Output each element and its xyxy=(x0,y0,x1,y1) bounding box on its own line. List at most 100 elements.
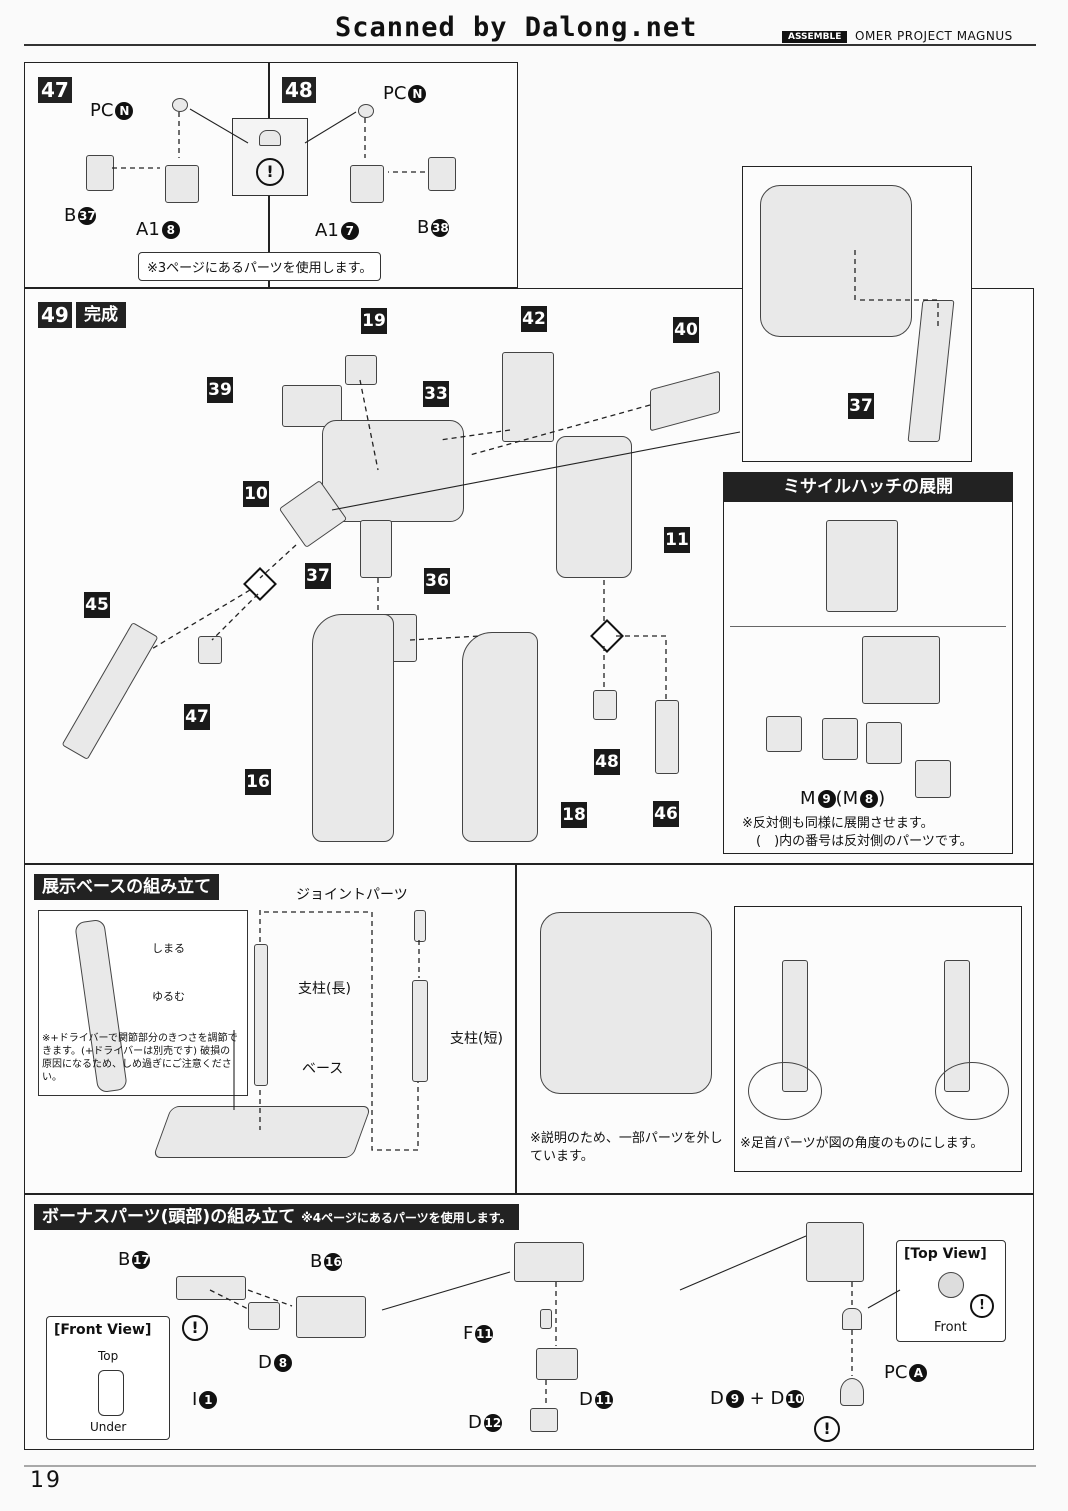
head-shell xyxy=(514,1242,584,1282)
part-label-11: 11 xyxy=(664,527,690,553)
a1-part-47 xyxy=(165,165,199,203)
d-text-3: D xyxy=(468,1412,482,1433)
pc-id: N xyxy=(115,102,134,120)
caution-icon-bonus-2: ! xyxy=(814,1416,840,1442)
step-48-badge: 48 xyxy=(282,77,316,103)
part-label-16: 16 xyxy=(245,769,271,795)
pc-a-part xyxy=(842,1308,862,1330)
m-text-2: M xyxy=(842,788,859,809)
a-text: A1 xyxy=(136,219,160,240)
pc-text: PC xyxy=(90,100,114,121)
part-label-45: 45 xyxy=(84,592,110,618)
caution-icon-bonus: ! xyxy=(182,1315,208,1341)
b17-id: 17 xyxy=(132,1251,151,1269)
part-label-33: 33 xyxy=(423,381,449,407)
d8-part xyxy=(248,1302,280,1330)
short-pillar-label: 支柱(短) xyxy=(450,1031,503,1047)
long-pillar-label: 支柱(長) xyxy=(298,981,351,997)
m-id2: 8 xyxy=(860,790,879,808)
bonus-sub-text: ※4ページにあるパーツを使用します。 xyxy=(301,1211,512,1225)
leader-bonus-1 xyxy=(381,1271,511,1311)
step48-note: ※3ページにあるパーツを使用します。 xyxy=(138,252,382,281)
part-16-leg xyxy=(312,614,394,842)
b16-part xyxy=(296,1296,366,1338)
hatch-piece-4 xyxy=(915,760,951,798)
part-label-36: 36 xyxy=(424,568,450,594)
part-label-37: 37 xyxy=(305,563,331,589)
base-note-3: ※足首パーツが図の角度のものにします。 xyxy=(740,1136,984,1151)
pc-id: N xyxy=(408,85,427,103)
driver-detail-box xyxy=(38,910,248,1096)
a-text: A1 xyxy=(315,220,339,241)
d-text: D xyxy=(258,1352,272,1373)
a1-part-48 xyxy=(350,165,384,203)
step-47-badge: 47 xyxy=(38,77,72,103)
base-label: ベース xyxy=(302,1061,344,1077)
ankle-zoom-right xyxy=(935,1062,1009,1120)
f11-part xyxy=(540,1309,552,1329)
part-label-40: 40 xyxy=(673,317,699,343)
leader-inset xyxy=(331,431,741,511)
leader-topview xyxy=(867,1289,901,1309)
f-text: F xyxy=(463,1323,474,1344)
i-text: I xyxy=(192,1389,198,1410)
part-label-19: 19 xyxy=(361,308,387,334)
b-id: 38 xyxy=(431,219,450,237)
hatch-closed xyxy=(826,520,898,612)
m-text: M xyxy=(800,788,816,809)
part-label-42: 42 xyxy=(521,306,547,332)
top-view-front: Front xyxy=(934,1320,967,1335)
peg-part xyxy=(259,130,281,146)
d11-id: 11 xyxy=(594,1391,613,1409)
part-47-hand xyxy=(198,636,222,664)
d9-id: 9 xyxy=(725,1390,744,1408)
i1-id: 1 xyxy=(199,1391,218,1409)
mounted-figure xyxy=(540,912,712,1094)
b-text: B xyxy=(64,205,77,226)
guide-46 xyxy=(616,635,667,700)
guide-36 xyxy=(409,635,481,641)
part-label-46: 46 xyxy=(653,801,679,827)
product-name: OMER PROJECT MAGNUS xyxy=(855,29,1013,43)
assemble-badge: ASSEMBLE xyxy=(782,31,848,43)
part-label-10: 10 xyxy=(243,481,269,507)
bonus-title: ボーナスパーツ(頭部)の組み立て ※4ページにあるパーツを使用します。 xyxy=(34,1204,520,1230)
b16-id: 16 xyxy=(324,1253,343,1271)
front-view-label: [Front View] xyxy=(54,1322,152,1338)
guide-bonus-b17 xyxy=(209,1289,251,1311)
d8-id: 8 xyxy=(273,1354,292,1372)
guide-bonus-b16 xyxy=(247,1289,293,1307)
b-part-47 xyxy=(86,155,114,191)
part-42 xyxy=(502,352,554,442)
missile-note-1: ※反対側も同様に展開させます。 xyxy=(742,816,934,831)
guide-19 xyxy=(359,379,379,471)
guide-joint xyxy=(264,911,419,1151)
b-text-2: B xyxy=(310,1251,323,1272)
plus-sign: + xyxy=(749,1388,765,1409)
pc-text: PC xyxy=(383,83,407,104)
hatch-piece-2 xyxy=(822,718,858,760)
guide-42 xyxy=(439,429,511,441)
pca-id: A xyxy=(909,1364,928,1382)
leader-bonus-2 xyxy=(679,1235,807,1291)
part-48-hand xyxy=(593,690,617,720)
d12-part xyxy=(530,1408,558,1432)
top-view-label: [Top View] xyxy=(904,1246,987,1262)
page-number: 19 xyxy=(30,1468,62,1493)
watermark: Scanned by Dalong.net xyxy=(335,12,698,43)
hatch-piece-3 xyxy=(866,722,902,764)
header-rule xyxy=(24,44,1036,46)
b-text: B xyxy=(417,217,430,238)
missile-note-2: ( )内の番号は反対側のパーツです。 xyxy=(756,834,973,849)
part-46-weapon xyxy=(655,700,679,774)
front-top-label: Top xyxy=(98,1349,119,1363)
